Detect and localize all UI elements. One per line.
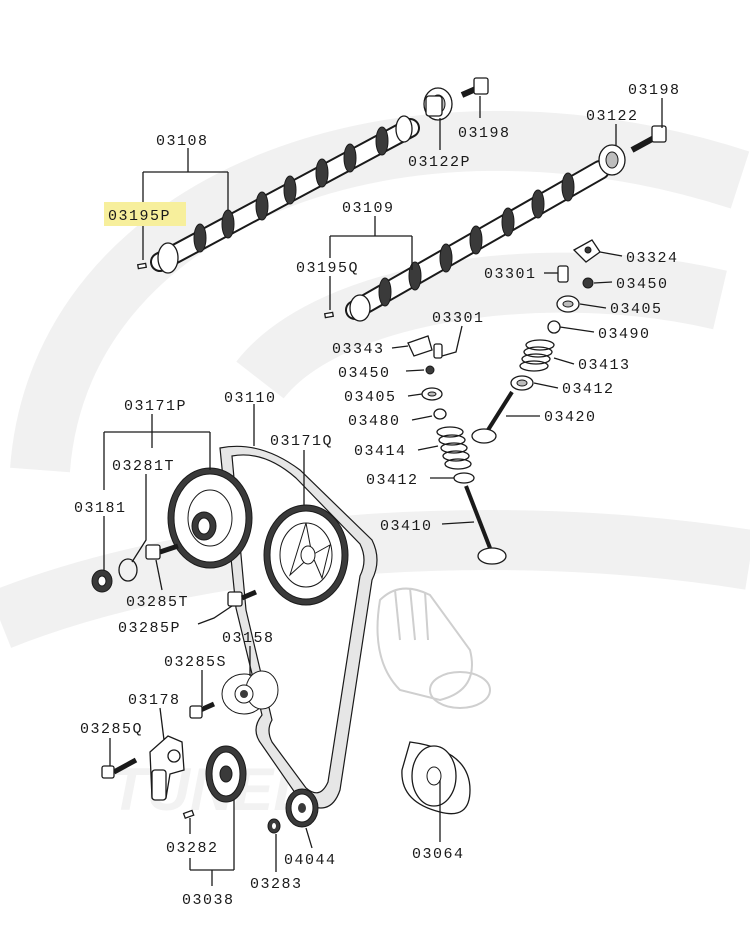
oring-03281T — [118, 558, 138, 582]
nut-03283 — [267, 818, 281, 834]
label-03282: 03282 — [166, 840, 219, 857]
label-03490: 03490 — [598, 326, 651, 343]
cam-cap-03122 — [598, 144, 626, 176]
retainer-03405-b — [421, 387, 443, 401]
label-03412-b: 03412 — [366, 472, 419, 489]
bolt-03285S — [189, 701, 216, 719]
bolt-03285P — [227, 589, 257, 607]
keeper-03490 — [547, 320, 561, 334]
hand-icon — [376, 587, 491, 709]
label-03405-a: 03405 — [610, 301, 663, 318]
label-03450-a: 03450 — [616, 276, 669, 293]
valve-03420 — [471, 390, 514, 444]
label-03171Q: 03171Q — [270, 433, 333, 450]
label-04044: 04044 — [284, 852, 337, 869]
label-03410: 03410 — [380, 518, 433, 535]
tensioner-arm-03178 — [149, 735, 185, 801]
idler-04044 — [285, 788, 319, 828]
label-03285P: 03285P — [118, 620, 181, 637]
seat-03412-b — [453, 472, 475, 484]
dowel-pin-03195Q — [323, 311, 335, 319]
part-labels: 03108 03195P 03198 03122P 03198 03122 03… — [74, 82, 681, 909]
label-03281T: 03281T — [112, 458, 175, 475]
plate-03064 — [401, 741, 471, 815]
retainer-03405-a — [556, 295, 580, 313]
keeper-03480 — [433, 408, 447, 420]
label-03285T: 03285T — [126, 594, 189, 611]
label-03412-a: 03412 — [562, 381, 615, 398]
label-03301-b: 03301 — [432, 310, 485, 327]
camshaft-exhaust — [150, 115, 420, 274]
label-03158: 03158 — [222, 630, 275, 647]
bolt-03198-b — [630, 125, 667, 153]
adjuster-03301-a — [557, 265, 569, 283]
label-03110: 03110 — [224, 390, 277, 407]
bolt-03285Q — [101, 757, 138, 779]
spring-03413 — [519, 339, 555, 372]
seat-03412-a — [510, 375, 534, 391]
camshaft-intake — [345, 160, 610, 322]
label-03195P: 03195P — [108, 208, 171, 225]
label-03343: 03343 — [332, 341, 385, 358]
dowel-pin-03195P — [136, 262, 148, 270]
key-03282 — [182, 809, 195, 820]
valve-03410 — [464, 485, 507, 565]
label-03108: 03108 — [156, 133, 209, 150]
label-03285Q: 03285Q — [80, 721, 143, 738]
label-03405-b: 03405 — [344, 389, 397, 406]
highlight-03195P — [104, 202, 186, 226]
label-03038: 03038 — [182, 892, 235, 909]
bolt-03285T — [145, 543, 179, 560]
adjuster-03301-b — [433, 343, 443, 359]
label-03122: 03122 — [586, 108, 639, 125]
tensioner-pulley-03158 — [221, 670, 279, 715]
label-03171P: 03171P — [124, 398, 187, 415]
label-03198-a: 03198 — [458, 125, 511, 142]
label-03413: 03413 — [578, 357, 631, 374]
label-03198-b: 03198 — [628, 82, 681, 99]
label-03283: 03283 — [250, 876, 303, 893]
label-03195Q: 03195Q — [296, 260, 359, 277]
label-03480: 03480 — [348, 413, 401, 430]
label-03181: 03181 — [74, 500, 127, 517]
label-03324: 03324 — [626, 250, 679, 267]
label-03064: 03064 — [412, 846, 465, 863]
nut-03450-b — [425, 365, 435, 375]
bolt-03198-a — [460, 77, 489, 98]
rocker-03343 — [407, 335, 433, 357]
sprocket-03171Q — [263, 504, 349, 606]
label-03122P: 03122P — [408, 154, 471, 171]
label-03414: 03414 — [354, 443, 407, 460]
label-03178: 03178 — [128, 692, 181, 709]
spring-03414 — [436, 426, 472, 470]
label-03109: 03109 — [342, 200, 395, 217]
sprocket-03171P — [167, 467, 253, 569]
washer-03181 — [91, 569, 113, 593]
label-03420: 03420 — [544, 409, 597, 426]
label-03450-b: 03450 — [338, 365, 391, 382]
cam-cap-03122P — [423, 87, 453, 121]
leader-lines — [103, 96, 663, 886]
label-03285S: 03285S — [164, 654, 227, 671]
nut-03450-a — [582, 277, 594, 289]
label-03301-a: 03301 — [484, 266, 537, 283]
crank-sprocket-03038 — [205, 745, 247, 803]
